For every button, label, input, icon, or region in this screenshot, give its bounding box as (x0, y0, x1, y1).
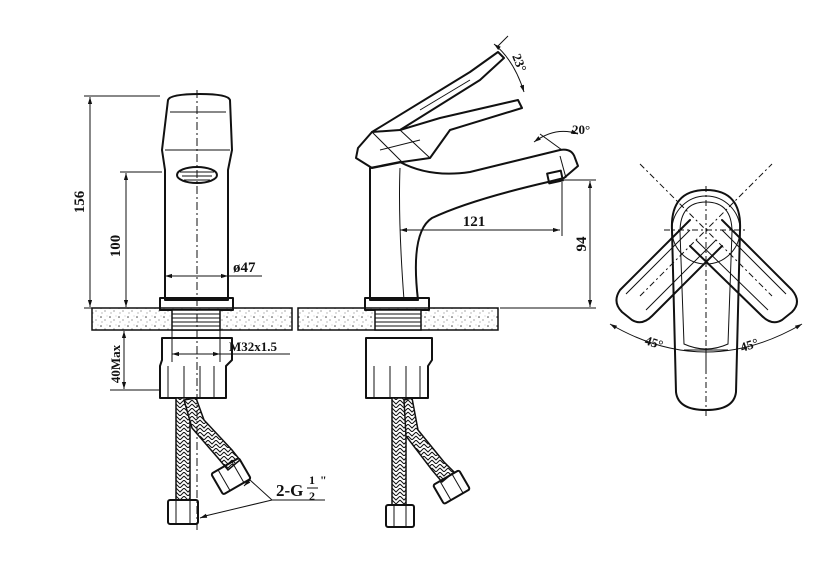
side-lever (355, 99, 523, 169)
dim-outlet-height: 94 (574, 236, 590, 252)
conn-prefix: 2-G (276, 481, 303, 500)
dim-swing-left: 45° (643, 333, 665, 353)
side-fitting-left (385, 504, 415, 528)
top-view: 45° 45° (609, 163, 803, 416)
dim-spout-height: 100 (108, 235, 124, 258)
top-lever-left (615, 219, 723, 324)
dim-max-counter: 40Max (108, 344, 123, 383)
side-view: 121 94 23° 20° (297, 35, 596, 528)
side-mounting-nut (365, 337, 433, 399)
side-fitting-right (432, 469, 471, 505)
front-faucet-body (161, 93, 233, 301)
dim-body-diameter: ø47 (233, 260, 256, 276)
dim-swing-right: 45° (738, 335, 760, 355)
side-aerator (546, 169, 564, 185)
dim-spout-angle: 20° (572, 122, 590, 137)
side-thread (374, 309, 422, 331)
side-hose-left (391, 397, 407, 506)
side-hose-right (403, 397, 456, 484)
top-lever-right (689, 219, 798, 324)
front-view: 156 100 ø47 M32x1.5 40Max 2-G 1 2 " (72, 90, 327, 530)
conn-denominator: 2 (309, 489, 315, 503)
front-mounting-nut (159, 337, 233, 399)
conn-suffix: " (320, 473, 327, 487)
connection-spec: 2-G 1 2 " (276, 473, 327, 503)
dim-spout-reach: 121 (463, 214, 486, 230)
conn-numerator: 1 (309, 473, 315, 487)
front-hose-right (183, 397, 242, 472)
dim-lever-angle: 23° (509, 52, 530, 74)
front-fitting-right (210, 457, 252, 495)
dim-overall-height: 156 (72, 190, 88, 213)
front-thread (171, 309, 221, 331)
dim-thread: M32x1.5 (229, 339, 278, 354)
front-fitting-left (167, 499, 199, 525)
